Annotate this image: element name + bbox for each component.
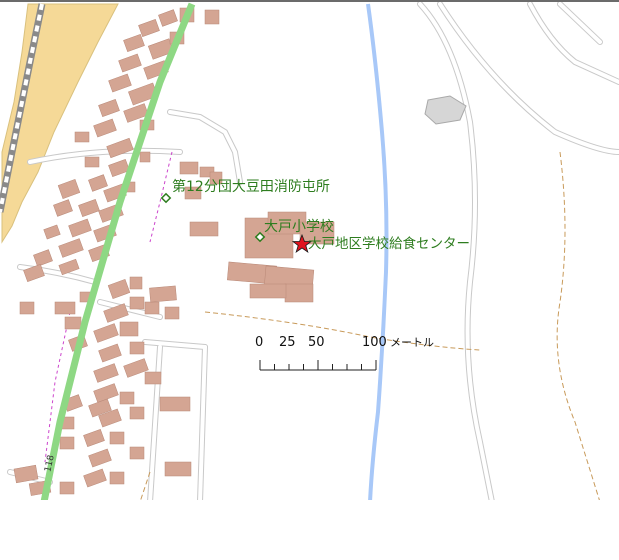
scale-tick-100: 100: [362, 335, 387, 350]
building-footprint: [164, 306, 180, 320]
main-road: [40, 2, 196, 500]
building-footprint: [108, 158, 130, 178]
building-footprint: [164, 461, 192, 477]
building-footprint: [59, 481, 75, 495]
building-footprint: [129, 341, 145, 355]
pond: [424, 95, 467, 125]
school-label: 大戸小学校: [264, 219, 334, 235]
building-footprint: [249, 283, 287, 299]
building-footprint: [54, 301, 76, 315]
scale-tick-0: 0: [255, 335, 264, 350]
building-footprint: [93, 118, 117, 138]
building-footprint: [78, 198, 100, 218]
building-footprint: [93, 363, 119, 383]
fire-station-label: 第12分団大豆田消防屯所: [172, 179, 330, 195]
building-footprint: [129, 296, 145, 310]
building-footprint: [159, 396, 191, 412]
building-footprint: [189, 221, 219, 237]
building-footprint: [184, 186, 202, 200]
school-marker[interactable]: [254, 231, 266, 243]
building-footprint: [149, 285, 177, 303]
building-footprint: [204, 9, 220, 25]
building-footprint: [98, 98, 120, 118]
building-footprint: [84, 156, 100, 168]
building-footprint: [88, 174, 108, 192]
mountain-roads: [417, 2, 619, 500]
svg-text:118: 118: [43, 454, 56, 473]
building-footprint: [119, 391, 135, 405]
map-view[interactable]: 118 第12分団大豆田消防屯所 大戸小学校 大戸地区学校給食センター 0 25…: [0, 0, 619, 500]
building-footprint: [129, 276, 143, 290]
building-footprint: [109, 471, 125, 485]
building-footprint: [209, 171, 223, 185]
building-footprint: [107, 279, 131, 299]
building-footprint: [64, 316, 82, 330]
building-footprint: [43, 224, 61, 240]
building-footprint: [119, 321, 139, 337]
building-footprint: [98, 343, 122, 363]
buildings: [13, 7, 335, 496]
fire-station-marker[interactable]: [160, 192, 172, 204]
building-footprint: [59, 436, 75, 450]
lunch-center-label: 大戸地区学校給食センター: [308, 236, 470, 252]
building-footprint: [138, 18, 160, 38]
building-footprint: [103, 303, 129, 323]
building-footprint: [123, 33, 145, 53]
building-footprint: [19, 301, 35, 315]
boundary-lines: [140, 151, 600, 500]
building-footprint: [106, 137, 134, 159]
scale-bar: [259, 360, 377, 371]
building-footprint: [93, 323, 119, 343]
road-number-marker: 118: [43, 454, 56, 473]
building-footprint: [23, 263, 45, 283]
building-footprint: [179, 161, 199, 175]
building-footprint: [88, 398, 112, 418]
building-footprint: [144, 301, 160, 315]
building-footprint: [57, 179, 81, 199]
building-footprint: [58, 258, 80, 276]
map-canvas[interactable]: 118: [0, 2, 619, 500]
building-footprint: [158, 9, 178, 27]
building-footprint: [123, 103, 149, 123]
building-footprint: [129, 406, 145, 420]
building-footprint: [144, 371, 162, 385]
building-footprint: [58, 238, 84, 258]
building-footprint: [139, 151, 151, 163]
building-footprint: [88, 448, 112, 468]
star-marker-icon[interactable]: [291, 233, 313, 253]
building-footprint: [13, 464, 39, 484]
scale-tick-25: 25: [279, 335, 296, 350]
railway: [0, 3, 46, 213]
building-footprint: [118, 53, 142, 73]
building-footprint: [284, 283, 314, 303]
building-footprint: [98, 408, 122, 428]
building-footprint: [109, 431, 125, 445]
building-footprint: [68, 218, 92, 238]
building-footprint: [83, 428, 105, 448]
scale-tick-50: 50: [308, 335, 325, 350]
building-footprint: [74, 131, 90, 143]
river: [366, 3, 389, 500]
building-footprint: [33, 249, 53, 267]
building-footprint: [93, 383, 119, 403]
building-footprint: [53, 199, 73, 217]
building-footprint: [299, 221, 335, 245]
building-footprint: [123, 358, 149, 378]
building-footprint: [83, 468, 107, 488]
building-footprint: [129, 446, 145, 460]
building-footprint: [108, 73, 132, 93]
scale-unit: メートル: [390, 336, 434, 349]
